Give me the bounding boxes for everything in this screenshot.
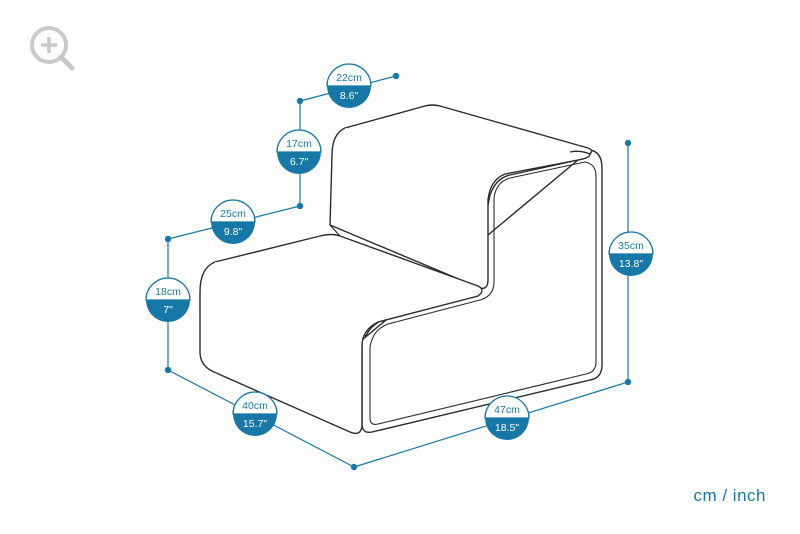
- dim-lower-height-cm: 18cm: [155, 286, 181, 298]
- badge-length: 47cm 18.5": [484, 395, 530, 440]
- dim-upper-height-in: 6.7": [290, 156, 309, 168]
- stairs-edge-line: [329, 224, 341, 237]
- dim-upper-height-cm: 17cm: [286, 138, 312, 150]
- dim-lower-height-in: 7": [163, 304, 173, 316]
- badge-top-depth: 22cm 8.6": [326, 63, 372, 108]
- badge-lower-height: 18cm 7": [145, 277, 191, 322]
- badge-lower-depth: 25cm 9.8": [210, 199, 256, 244]
- badge-upper-height: 17cm 6.7": [276, 129, 322, 174]
- badge-total-height: 35cm 13.8": [608, 231, 654, 276]
- dim-total-height-in: 13.8": [619, 258, 643, 270]
- badge-width: 40cm 15.7": [232, 391, 278, 436]
- units-legend: cm / inch: [693, 486, 766, 505]
- pet-stairs-drawing: [199, 104, 603, 435]
- dim-lower-depth-cm: 25cm: [220, 208, 246, 220]
- dim-width-cm: 40cm: [242, 400, 268, 412]
- dim-width-in: 15.7": [243, 418, 267, 430]
- stairs-lower-front: [199, 261, 479, 435]
- dim-length-in: 18.5": [495, 422, 519, 434]
- zoom-in-icon[interactable]: [30, 26, 75, 71]
- dim-total-height-cm: 35cm: [618, 240, 644, 252]
- dim-length-cm: 47cm: [494, 404, 520, 416]
- dim-lower-depth-in: 9.8": [224, 226, 243, 238]
- stairs-upper-riser: [329, 127, 591, 290]
- dim-top-depth-cm: 22cm: [336, 72, 362, 84]
- stairs-side-inner-line: [369, 161, 597, 425]
- dim-top-depth-in: 8.6": [340, 90, 359, 102]
